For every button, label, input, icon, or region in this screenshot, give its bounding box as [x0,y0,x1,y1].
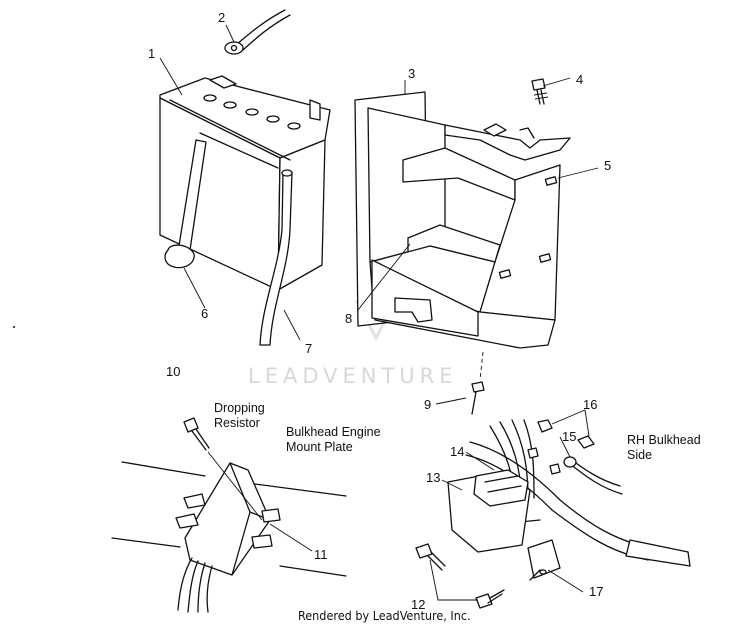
ground-strap-15 [563,456,623,495]
nuts-16 [527,419,595,475]
callout-8: 8 [345,311,352,326]
vent-tube-6 [164,139,207,269]
bracket-17 [527,539,561,581]
label-dropping-resistor-2: Resistor [214,416,260,430]
label-dropping-resistor-1: Dropping [214,401,265,415]
callout-17: 17 [589,584,603,599]
credit-text: Rendered by LeadVenture, Inc. [298,608,471,623]
screws-12 [415,543,505,609]
label-rh-bulkhead-2: Side [627,448,652,462]
screw-9 [471,351,485,415]
callout-12: 12 [411,597,425,612]
screw-10 [183,417,263,521]
regulator-13 [447,469,531,553]
watermark-text: LEADVENTURE [248,364,458,388]
label-bulkhead-2: Mount Plate [286,440,353,454]
callout-16: 16 [583,397,597,412]
callout-3: 3 [408,66,415,81]
callout-15: 15 [562,429,576,444]
callout-14: 14 [450,444,464,459]
vent-tube-7 [259,169,293,346]
dropping-resistor [175,462,281,613]
callout-13: 13 [426,470,440,485]
callout-4: 4 [576,72,583,87]
battery-box-5 [367,107,571,349]
callout-7: 7 [305,341,312,356]
callout-numbers: 1 2 3 4 5 6 7 8 9 10 11 12 13 14 15 16 1… [148,10,611,612]
callout-11: 11 [314,547,328,562]
callout-2: 2 [218,10,225,25]
battery-cable-2 [224,9,291,55]
callout-10: 10 [166,364,180,379]
text-labels: Dropping Resistor Bulkhead Engine Mount … [214,401,701,462]
bolt-4 [531,78,549,105]
callout-1: 1 [148,46,155,61]
label-bulkhead-1: Bulkhead Engine [286,425,381,439]
stray-dot [13,326,15,328]
callout-6: 6 [201,306,208,321]
leader-lines [159,24,599,601]
callout-9: 9 [424,397,431,412]
callout-5: 5 [604,158,611,173]
watermark: LEADVENTURE [248,299,458,388]
label-rh-bulkhead-1: RH Bulkhead [627,433,701,447]
harness-and-bulkhead-rh [465,441,691,567]
